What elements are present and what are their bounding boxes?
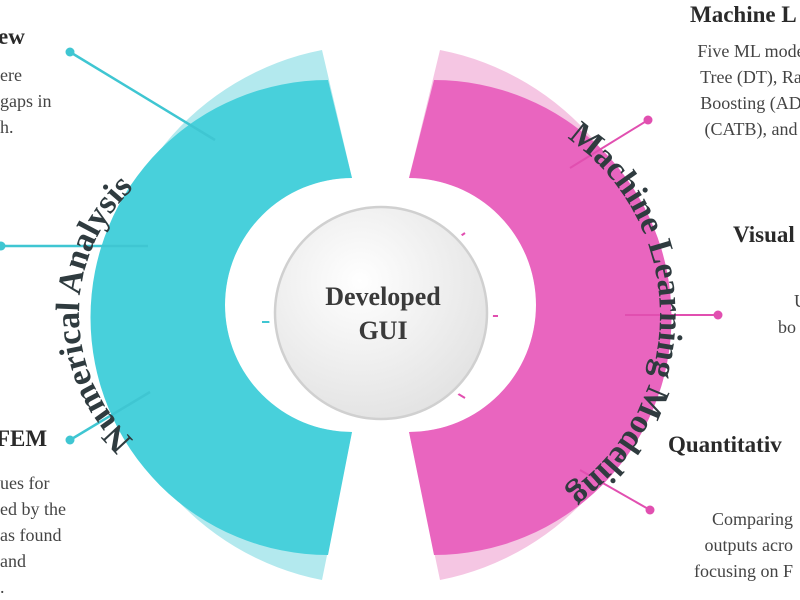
right-item-3-line: Comparing (712, 509, 793, 529)
center-label-line-2: GUI (358, 316, 407, 345)
right-item-2-heading: Visual (733, 222, 795, 247)
right-connectors (569, 119, 718, 511)
left-item-3-line: and (0, 551, 26, 571)
left-connectors (0, 50, 216, 442)
right-item-2-line: U (778, 288, 800, 314)
left-item-1-text: ere gaps in h. (0, 62, 52, 140)
left-item-1-line: gaps in (0, 91, 52, 111)
right-item-3-line: outputs acro (704, 535, 793, 555)
right-item-2-line: bo (778, 317, 796, 337)
right-connector-dots (643, 115, 723, 515)
left-item-1-line: ere (0, 65, 22, 85)
right-item-1-text: Five ML mode Tree (DT), Ra Boosting (AD … (676, 38, 800, 142)
left-item-3-line: ed by the (0, 499, 66, 519)
center-label-line-1: Developed (325, 282, 441, 311)
right-item-1-line: Tree (DT), Ra (700, 67, 800, 87)
right-item-2-text: U bo (778, 288, 800, 340)
center-circle (273, 205, 489, 421)
left-item-3-line: ues for (0, 473, 50, 493)
left-item-1-line: h. (0, 117, 14, 137)
left-item-3-heading: FEM (0, 426, 48, 451)
left-item-3-text: ues for ed by the as found and . (0, 470, 66, 600)
left-item-1-heading: ew (0, 24, 25, 49)
right-item-3-heading: Quantitativ (668, 432, 782, 457)
left-arc-inner (90, 80, 353, 555)
right-item-3-line: focusing on F (694, 561, 793, 581)
right-item-1-heading: Machine L (690, 2, 797, 27)
right-arc-inner (409, 80, 672, 555)
left-connector-dots (0, 47, 75, 445)
right-item-1-line: Five ML mode (697, 41, 800, 61)
right-item-1-line: (CATB), and (704, 119, 798, 139)
left-item-3-line: as found (0, 525, 62, 545)
right-item-3-text: Comparing outputs acro focusing on F (694, 506, 793, 584)
right-item-1-line: Boosting (AD (700, 93, 800, 113)
left-item-3-line: . (0, 577, 5, 597)
